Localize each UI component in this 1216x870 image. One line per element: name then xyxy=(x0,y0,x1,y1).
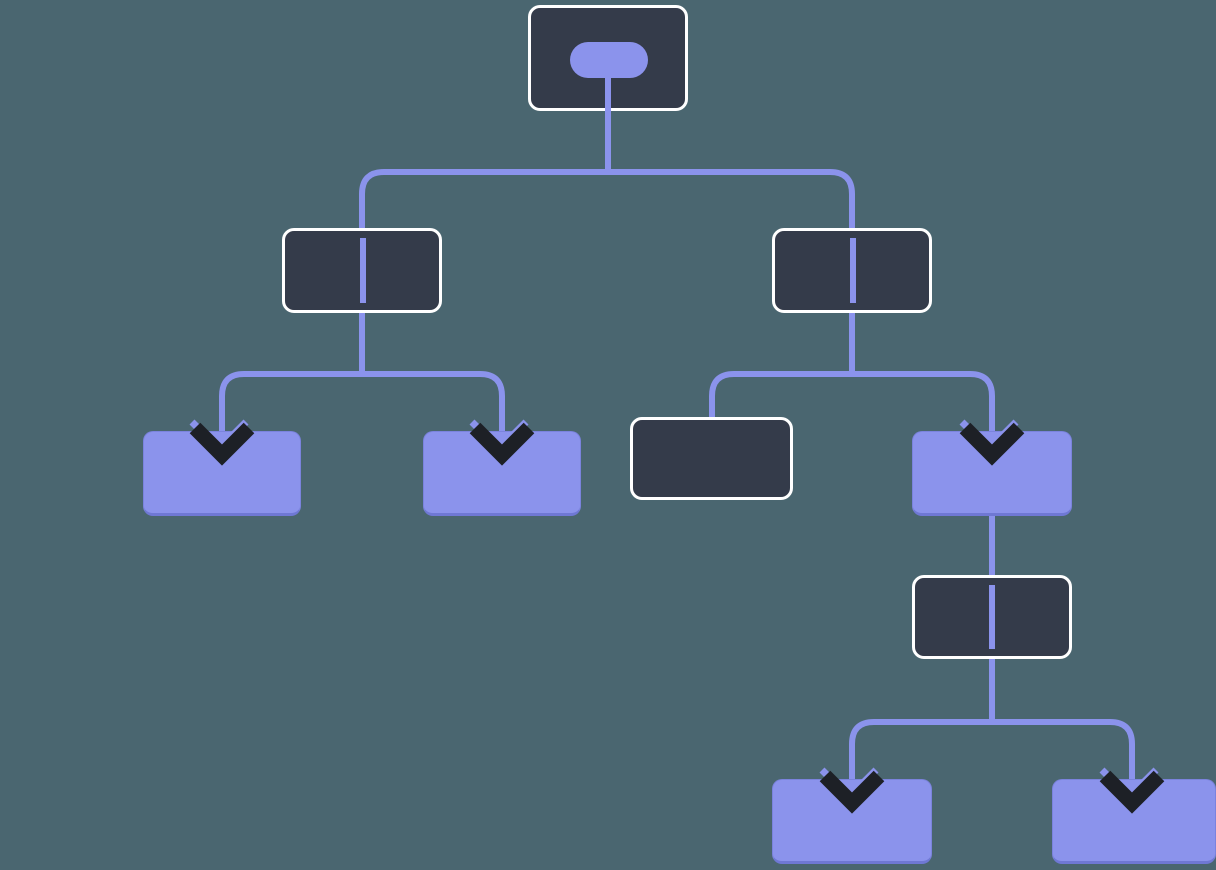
edge-root-to-branch-left xyxy=(359,169,608,228)
leaf-node-2[interactable] xyxy=(423,431,581,516)
edge-root-to-branch-right xyxy=(608,169,855,228)
node-bar-marker xyxy=(850,238,856,303)
leaf-node-3[interactable] xyxy=(912,431,1072,516)
empty-dark-node[interactable] xyxy=(630,417,793,500)
root-stem-marker xyxy=(605,60,611,111)
edge-branch-right-to-empty-node xyxy=(709,371,852,418)
edge-branch-deep-to-leaf-5 xyxy=(992,719,1135,784)
node-bar-marker xyxy=(360,238,366,303)
edge-branch-left-to-leaf-2 xyxy=(362,371,505,436)
edge-branch-deep-to-leaf-4 xyxy=(849,719,992,784)
node-bar-marker xyxy=(989,585,995,649)
edge-branch-left-to-leaf-1 xyxy=(219,371,362,436)
leaf-node-4[interactable] xyxy=(772,779,932,864)
leaf-node-5[interactable] xyxy=(1052,779,1216,864)
edge-branch-right-to-leaf-3 xyxy=(852,371,995,436)
leaf-node-1[interactable] xyxy=(143,431,301,516)
